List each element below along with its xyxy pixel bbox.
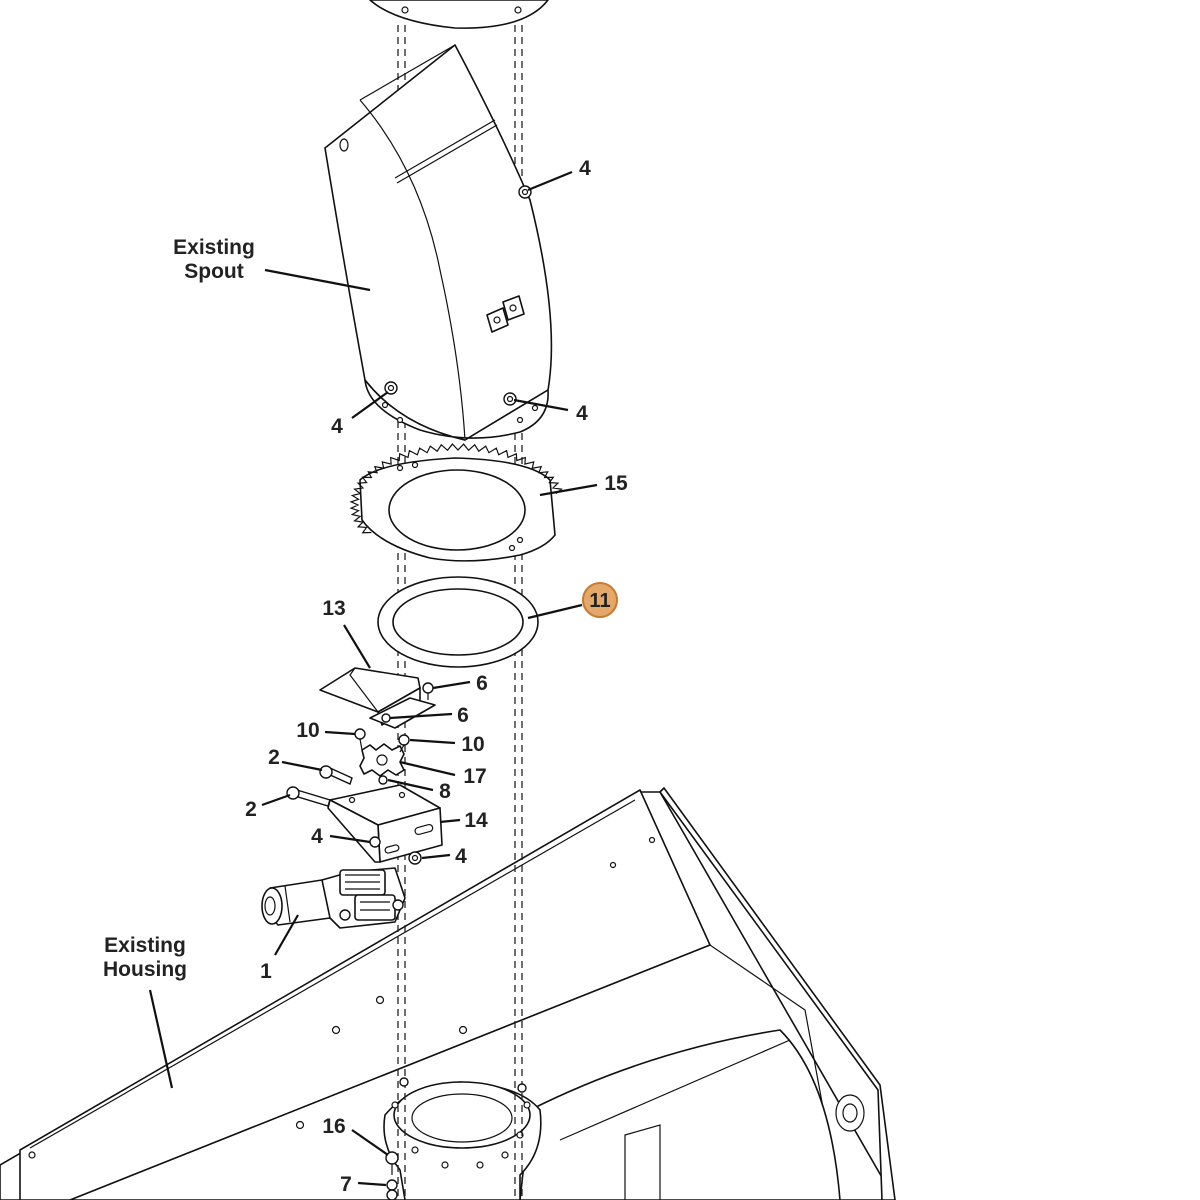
callout-10-left: 10 bbox=[296, 719, 319, 742]
bolt-16 bbox=[385, 1151, 399, 1175]
callout-4-bracket-left: 4 bbox=[311, 825, 323, 848]
nut-4-bracket-left bbox=[369, 836, 381, 848]
callout-1: 1 bbox=[260, 960, 272, 983]
nut-4-right bbox=[503, 392, 517, 406]
callout-4-top: 4 bbox=[579, 157, 591, 180]
leader-lines bbox=[148, 170, 598, 1187]
callout-6-b: 6 bbox=[457, 704, 469, 727]
callout-4-right: 4 bbox=[576, 402, 588, 425]
gear-motor-1 bbox=[261, 867, 406, 929]
callout-11: 11 bbox=[589, 590, 610, 612]
existing-housing-label-line2: Housing bbox=[103, 958, 187, 981]
callout-14: 14 bbox=[464, 809, 488, 832]
existing-spout bbox=[324, 44, 553, 441]
callout-15: 15 bbox=[604, 472, 628, 495]
highlight-marker bbox=[582, 582, 618, 618]
callout-2-top: 2 bbox=[268, 746, 280, 769]
callout-10-right: 10 bbox=[461, 733, 484, 756]
callout-13: 13 bbox=[322, 597, 345, 620]
callout-7: 7 bbox=[340, 1173, 352, 1196]
callout-4-left: 4 bbox=[331, 415, 343, 438]
nut-4-left bbox=[384, 381, 398, 395]
bolt-10-right bbox=[398, 734, 410, 753]
bolt-7 bbox=[386, 1179, 398, 1200]
gear-ring-15 bbox=[349, 443, 563, 562]
callout-8: 8 bbox=[439, 780, 451, 803]
existing-housing bbox=[0, 787, 896, 1200]
pinion-gear-17 bbox=[359, 743, 405, 777]
callout-6-a: 6 bbox=[476, 672, 488, 695]
callout-4-bracket-right: 4 bbox=[455, 845, 467, 868]
existing-housing-label-line1: Existing bbox=[104, 934, 186, 957]
callout-16: 16 bbox=[322, 1115, 345, 1138]
callout-11-highlight[interactable]: 11 bbox=[582, 582, 618, 618]
existing-spout-label-line1: Existing bbox=[173, 236, 255, 259]
nut-4-bracket-right bbox=[408, 851, 422, 865]
callout-17: 17 bbox=[463, 765, 486, 788]
screw-6-b bbox=[381, 713, 391, 723]
callout-2-bottom: 2 bbox=[245, 798, 257, 821]
existing-spout-label-line2: Spout bbox=[184, 260, 243, 283]
nut-4-top bbox=[518, 185, 532, 199]
bolt-2-top bbox=[319, 765, 353, 785]
housing-collar bbox=[383, 1081, 542, 1200]
bolt-2-bottom bbox=[286, 786, 331, 807]
bolt-10-left bbox=[354, 728, 366, 751]
top-flange bbox=[369, 0, 549, 29]
screw-6-a bbox=[422, 682, 434, 700]
bearing-ring-11 bbox=[377, 576, 539, 668]
motor-bracket-14 bbox=[327, 784, 443, 863]
cover-13 bbox=[319, 667, 436, 729]
spacer-8 bbox=[378, 775, 388, 785]
